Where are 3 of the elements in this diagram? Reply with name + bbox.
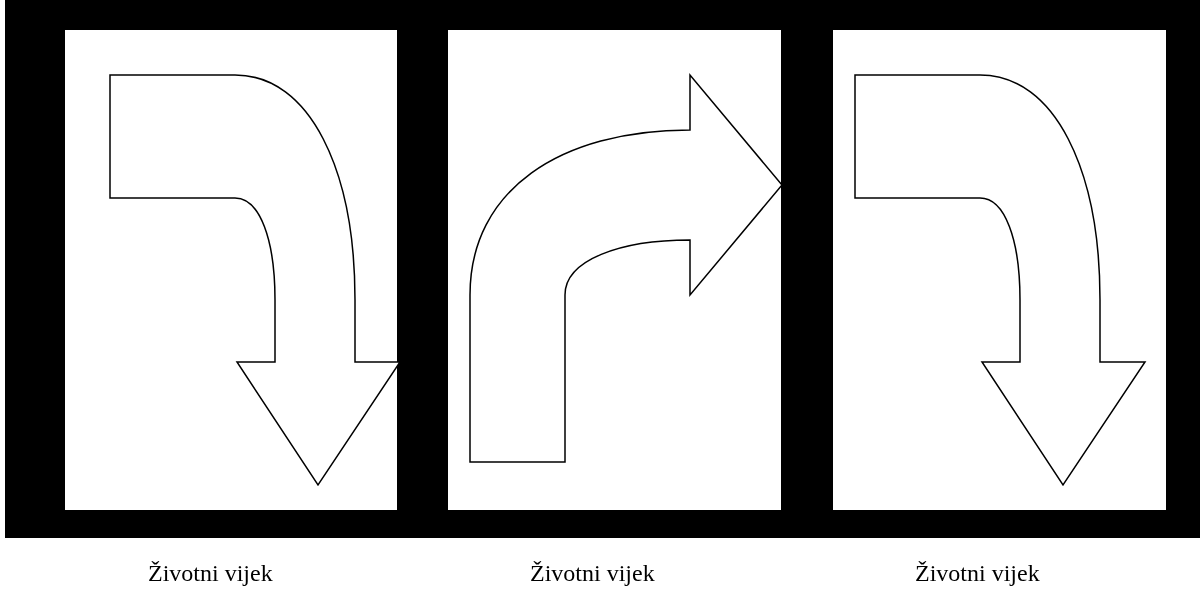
- caption: Životni vijek: [915, 560, 1040, 587]
- caption: Životni vijek: [148, 560, 273, 587]
- caption: Životni vijek: [530, 560, 655, 587]
